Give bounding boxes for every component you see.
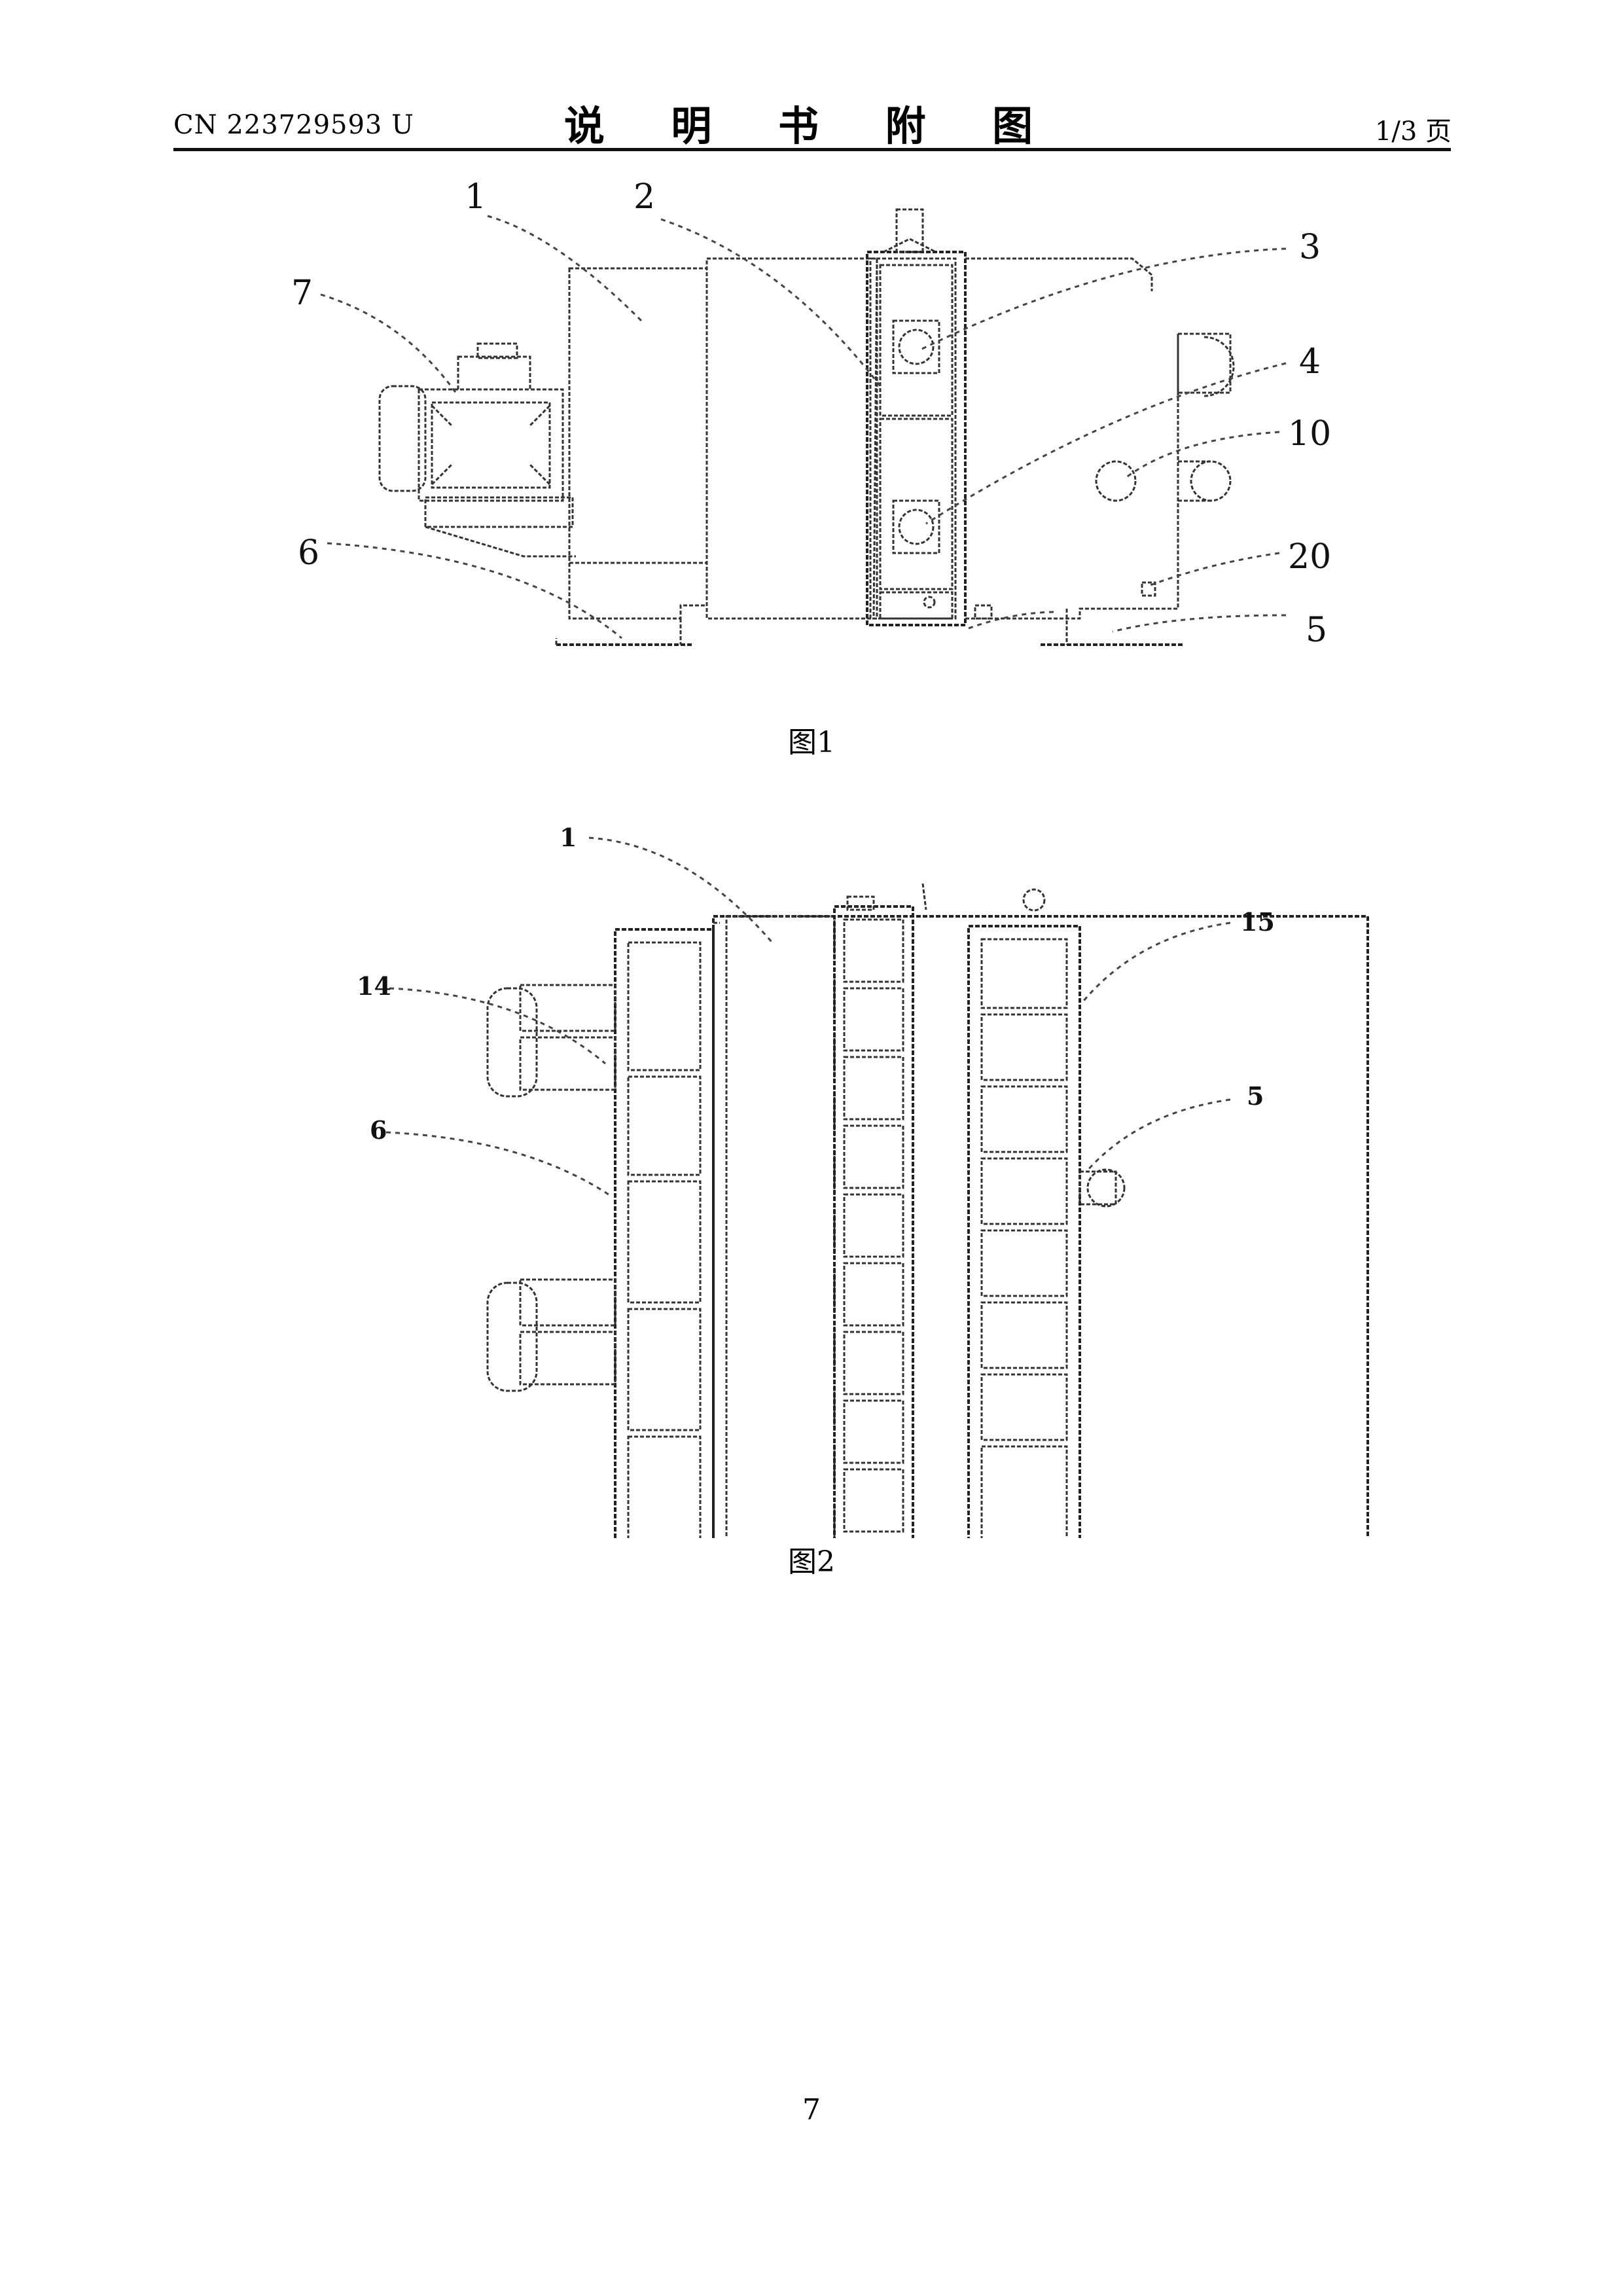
callout-6: 6 [370, 1115, 387, 1145]
callout-4: 4 [1299, 342, 1321, 382]
callout-2: 2 [633, 177, 655, 217]
callout-1: 1 [465, 177, 486, 217]
callout-15: 15 [1240, 907, 1275, 937]
callout-5: 5 [1247, 1081, 1264, 1111]
figure-1-labels: 1 2 3 4 5 6 7 10 20 [0, 0, 1623, 720]
callout-20: 20 [1288, 537, 1331, 577]
callout-14: 14 [357, 971, 391, 1001]
figure-1-caption: 图1 [0, 719, 1623, 761]
page-number: 7 [0, 2093, 1623, 2126]
callout-3: 3 [1299, 228, 1321, 267]
callout-1: 1 [560, 823, 577, 852]
figure-2-labels: 1 5 6 14 15 [0, 785, 1623, 1538]
callout-7: 7 [291, 274, 313, 313]
callout-10: 10 [1288, 414, 1331, 454]
figure-2-caption: 图2 [0, 1538, 1623, 1580]
callout-6: 6 [298, 533, 319, 573]
callout-5: 5 [1306, 611, 1327, 650]
